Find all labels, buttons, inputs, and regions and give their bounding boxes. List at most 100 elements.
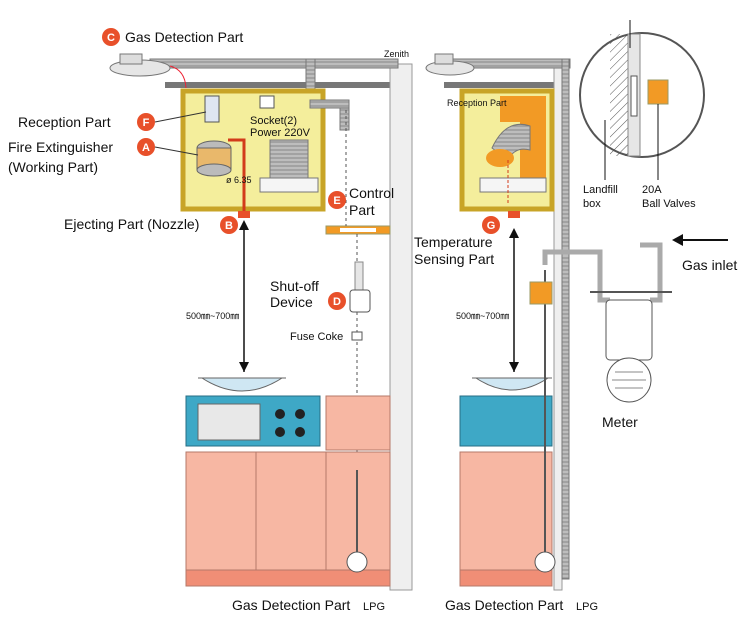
burner-knob-2: [295, 409, 305, 419]
control-part-display: [340, 228, 376, 232]
label-power: Power 220V: [250, 127, 311, 139]
hood-base-left: [259, 177, 319, 193]
bowl-right: [474, 377, 550, 391]
detail-ball-valve: [647, 79, 669, 105]
temperature-sensor: [508, 211, 520, 218]
bowl-left: [200, 377, 284, 392]
supply-pipe-right: [542, 249, 603, 265]
badge-d: [328, 292, 346, 310]
detail-circle: [579, 32, 705, 158]
leader-a: [154, 146, 199, 156]
badge-d-label: D: [333, 296, 341, 308]
leader-f: [154, 111, 207, 123]
label-meter: Meter: [602, 414, 638, 430]
label-working-part: (Working Part): [8, 159, 98, 175]
badge-e: [328, 191, 346, 209]
label-bottom-right-lpg: LPG: [576, 601, 598, 613]
hood-fan-left: [269, 139, 309, 179]
badge-b-label: B: [225, 220, 233, 232]
gas-valve-right: [534, 551, 556, 573]
meter-outlet-pipe: [640, 242, 663, 303]
label-temperature: Temperature: [414, 234, 493, 250]
meter-inlet-pipe: [597, 252, 610, 303]
duct-vertical-right: [561, 58, 570, 580]
distance-arrow-bottom-right: [509, 362, 519, 372]
upper-cabinet-left: [325, 395, 391, 451]
oven-window: [197, 403, 261, 441]
badge-e-label: E: [333, 195, 340, 207]
wall-right: [553, 63, 563, 591]
burner-knob-4: [295, 427, 305, 437]
detail-pipe: [630, 75, 638, 117]
label-ball-valves: Ball Valves: [642, 198, 696, 210]
ball-valve-wall: [529, 281, 553, 305]
badge-f-label: F: [143, 117, 150, 129]
distance-arrow-top-left: [239, 220, 249, 230]
burner-knob-1: [275, 409, 285, 419]
badge-c: [102, 28, 120, 46]
wall-left: [389, 63, 413, 591]
gas-detector-bracket-right: [434, 53, 454, 65]
label-fire-extinguisher: Fire Extinguisher: [8, 139, 113, 155]
label-gas-detection-top: Gas Detection Part: [125, 29, 243, 45]
lower-cabinet-right: [459, 451, 553, 571]
reception-device-left: [204, 95, 220, 123]
socket-icon: [259, 95, 275, 109]
gas-detector-bracket-left: [119, 53, 143, 65]
label-distance-left: 500㎜~700㎜: [186, 311, 239, 321]
burner-knob-3: [275, 427, 285, 437]
hood-base-right: [479, 177, 547, 193]
label-distance-right: 500㎜~700㎜: [456, 311, 509, 321]
duct-top-left: [149, 58, 399, 69]
label-shutoff: Shut-off: [270, 278, 319, 294]
gas-inlet-arrow-head: [672, 234, 683, 246]
label-diameter: ø 6.35: [226, 175, 252, 185]
label-bottom-left-lpg: LPG: [363, 601, 385, 613]
distance-arrow-bottom-left: [239, 362, 249, 372]
left-diagram: C F A B E D Gas Detection Part Zenith Re…: [8, 28, 413, 613]
badge-g-label: G: [487, 220, 496, 232]
label-ejecting-part: Ejecting Part (Nozzle): [64, 216, 199, 232]
label-reception-part: Reception Part: [18, 114, 111, 130]
detail-wall-hatch: [610, 34, 628, 156]
badge-f: [137, 113, 155, 131]
nozzle: [238, 211, 250, 218]
extinguisher-bottom: [196, 163, 232, 177]
label-landfill: Landfill: [583, 184, 618, 196]
label-sensing-part: Sensing Part: [414, 251, 494, 267]
cabinet-base-right: [459, 569, 553, 587]
detector-wire-left: [169, 65, 187, 89]
badge-b: [220, 216, 238, 234]
label-device: Device: [270, 294, 313, 310]
fuse-coke: [351, 331, 363, 341]
badge-g: [482, 216, 500, 234]
label-gas-inlet: Gas inlet: [682, 257, 737, 273]
right-diagram: G Reception Part Temperature Sensing Par…: [414, 20, 737, 613]
hood-fan-right: [486, 149, 514, 167]
label-20a: 20A: [642, 184, 662, 196]
ceiling-left: [165, 82, 390, 88]
shutoff-pipe: [354, 261, 364, 291]
gas-valve-left: [346, 551, 368, 573]
stove-right: [459, 395, 553, 447]
shutoff-device: [349, 289, 371, 313]
label-bottom-right: Gas Detection Part: [445, 597, 563, 613]
label-zenith: Zenith: [384, 49, 409, 59]
badge-a-label: A: [142, 142, 150, 154]
badge-c-label: C: [107, 32, 115, 44]
label-reception-part-right: Reception Part: [447, 98, 507, 108]
label-bottom-left: Gas Detection Part: [232, 597, 350, 613]
label-control-part: Part: [349, 202, 375, 218]
label-landfill-box: box: [583, 198, 601, 210]
duct-side-left: [339, 104, 350, 131]
gas-meter-body: [605, 299, 653, 361]
label-fuse-coke: Fuse Coke: [290, 331, 343, 343]
label-socket: Socket(2): [250, 115, 297, 127]
label-control: Control: [349, 185, 394, 201]
distance-arrow-top-right: [509, 228, 519, 238]
extinguisher-pipe: [228, 138, 246, 212]
ceiling-right: [444, 82, 554, 88]
cabinet-base-left: [185, 569, 391, 587]
